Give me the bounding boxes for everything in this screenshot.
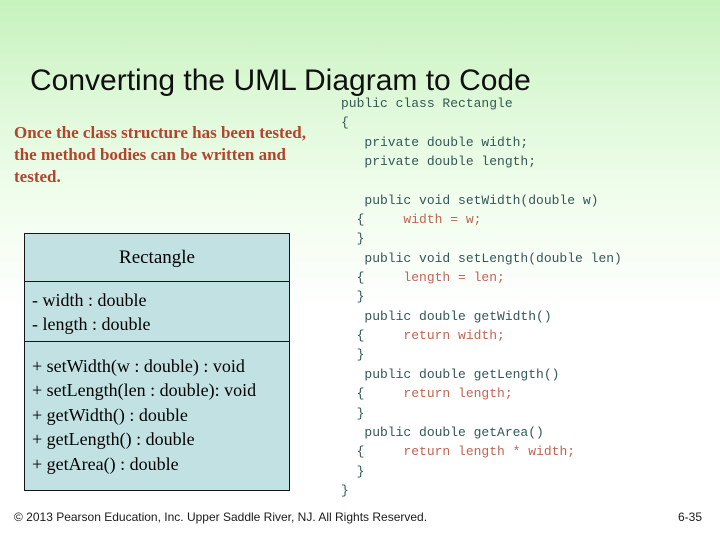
code-line: { length = len; <box>341 270 505 286</box>
code-line: private double width; <box>341 134 529 150</box>
code-line: { return width; <box>341 328 505 344</box>
code-line: public double getLength() <box>341 366 560 382</box>
uml-class-name: Rectangle <box>25 234 289 282</box>
uml-method: + getWidth() : double <box>32 404 188 425</box>
code-line: private double length; <box>341 154 537 170</box>
intro-line: the method bodies can be written and <box>14 145 287 164</box>
uml-method: + getLength() : double <box>32 429 195 450</box>
code-line: { return length * width; <box>341 444 576 460</box>
uml-class-box: Rectangle - width : double - length : do… <box>24 233 290 491</box>
uml-attribute: - length : double <box>32 314 151 334</box>
code-line: } <box>341 482 349 498</box>
uml-attribute: - width : double <box>32 290 147 310</box>
slide-title: Converting the UML Diagram to Code <box>30 64 531 97</box>
footer-copyright: © 2013 Pearson Education, Inc. Upper Sad… <box>14 510 428 524</box>
code-line: { return length; <box>341 386 513 402</box>
uml-methods-section: + setWidth(w : double) : void + setLengt… <box>25 342 289 476</box>
footer: © 2013 Pearson Education, Inc. Upper Sad… <box>14 510 702 524</box>
code-line: public void setLength(double len) <box>341 250 622 266</box>
uml-method: + setLength(len : double): void <box>32 380 257 401</box>
code-line: } <box>341 405 365 421</box>
code-line: { <box>341 115 349 131</box>
code-line: public void setWidth(double w) <box>341 192 599 208</box>
code-line: public class Rectangle <box>341 96 513 111</box>
code-line <box>341 173 622 192</box>
code-line: } <box>341 347 365 363</box>
code-line: } <box>341 463 365 479</box>
uml-method: + setWidth(w : double) : void <box>32 356 245 376</box>
code-block: public class Rectangle { private double w… <box>341 96 622 502</box>
intro-text: Once the class structure has been tested… <box>14 122 306 188</box>
code-line: public double getArea() <box>341 424 544 440</box>
intro-line: tested. <box>14 167 61 186</box>
uml-attributes-section: - width : double - length : double <box>25 282 289 342</box>
code-line: { width = w; <box>341 212 482 228</box>
page-number: 6-35 <box>677 510 702 524</box>
code-line: public double getWidth() <box>341 308 552 324</box>
uml-method: + getArea() : double <box>32 453 179 474</box>
code-line: } <box>341 231 365 247</box>
intro-line: Once the class structure has been tested… <box>14 123 306 142</box>
code-line: } <box>341 289 365 305</box>
